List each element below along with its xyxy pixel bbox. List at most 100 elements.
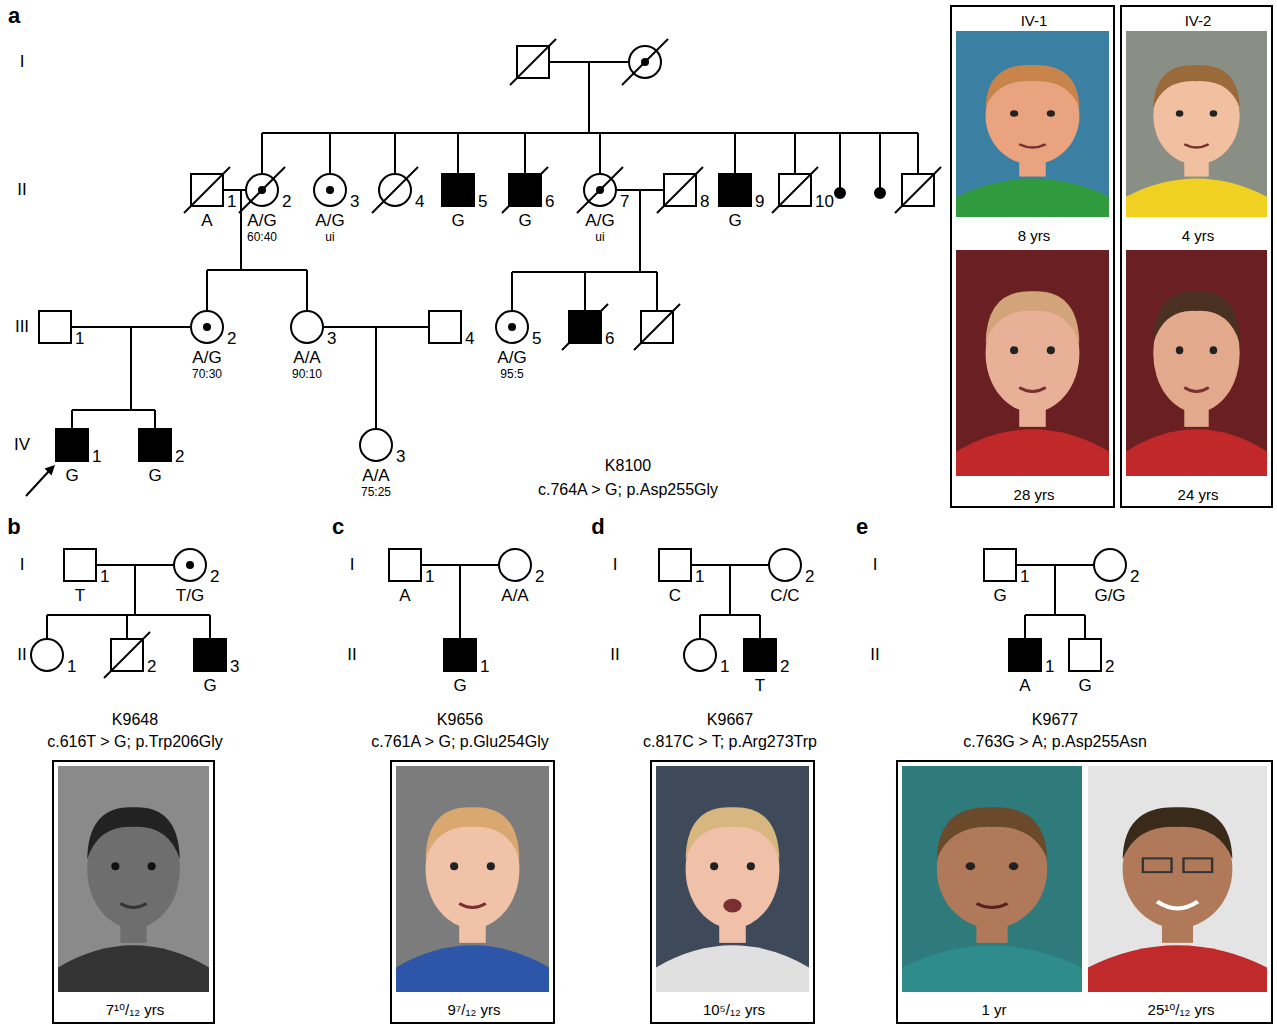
individual-number: 2 bbox=[227, 329, 236, 349]
genotype: A/G bbox=[192, 348, 221, 368]
couple-line bbox=[422, 564, 498, 566]
pedigree-symbol bbox=[510, 39, 941, 350]
generation-number: I bbox=[873, 555, 878, 575]
symbol-shape bbox=[38, 310, 72, 344]
male-symbol: 6 bbox=[568, 310, 602, 344]
male-symbol: 1G bbox=[443, 638, 477, 672]
symbol-shape bbox=[778, 173, 812, 207]
photo-frame: IV-24 yrs24 yrs bbox=[1120, 5, 1273, 508]
carrier-dot bbox=[508, 323, 516, 331]
deceased-slash bbox=[372, 167, 418, 213]
male-symbol: 6G bbox=[508, 173, 542, 207]
individual-number: 7 bbox=[620, 192, 629, 212]
individual-number: 2 bbox=[210, 567, 219, 587]
male-symbol: 3G bbox=[193, 638, 227, 672]
photo bbox=[1126, 31, 1267, 217]
family-caption: c.761A > G; p.Glu254Gly bbox=[371, 733, 548, 751]
individual-number: 8 bbox=[700, 192, 709, 212]
genotype: A bbox=[399, 586, 410, 606]
symbol-shape bbox=[718, 173, 752, 207]
photo-frame: 10⁵/₁₂ yrs bbox=[650, 760, 815, 1024]
circle bbox=[684, 639, 716, 671]
symbol-shape bbox=[1008, 638, 1042, 672]
genotype: C/C bbox=[770, 586, 799, 606]
deceased-slash bbox=[184, 167, 230, 213]
photo bbox=[1088, 766, 1267, 992]
female-symbol: 2C/C bbox=[768, 548, 802, 582]
symbol-shape bbox=[443, 638, 477, 672]
circle bbox=[769, 549, 801, 581]
male-symbol: 1A bbox=[190, 173, 224, 207]
deceased-slash bbox=[239, 167, 285, 213]
square bbox=[1009, 639, 1041, 671]
deceased-slash bbox=[772, 167, 818, 213]
symbol-shape bbox=[743, 638, 777, 672]
allele-ratio: 70:30 bbox=[192, 368, 222, 382]
individual-number: 9 bbox=[755, 192, 764, 212]
circle bbox=[496, 311, 528, 343]
individual-number: 1 bbox=[100, 567, 109, 587]
allele-ratio: ui bbox=[595, 231, 604, 245]
circle bbox=[174, 549, 206, 581]
female-symbol: 2A/G60:40 bbox=[245, 173, 279, 207]
individual-number: 3 bbox=[350, 192, 359, 212]
circle bbox=[1094, 549, 1126, 581]
symbol-shape bbox=[508, 173, 542, 207]
family-caption: c.616T > G; p.Trp206Gly bbox=[47, 733, 223, 751]
generation-number: IV bbox=[14, 435, 30, 455]
male-symbol: 2G bbox=[1068, 638, 1102, 672]
male-symbol: 1G bbox=[55, 428, 89, 462]
square bbox=[64, 549, 96, 581]
individual-number: 1 bbox=[67, 657, 76, 677]
deceased-slash bbox=[562, 304, 608, 350]
genotype: A/A bbox=[362, 466, 389, 486]
female-symbol: 3A/A90:10 bbox=[290, 310, 324, 344]
photo bbox=[1126, 250, 1267, 476]
symbol-shape bbox=[378, 173, 412, 207]
genotype: G bbox=[1078, 676, 1091, 696]
genotype: A/G bbox=[315, 211, 344, 231]
family-caption: K9656 bbox=[437, 711, 483, 729]
generation-number: I bbox=[350, 555, 355, 575]
individual-number: 1 bbox=[1020, 567, 1029, 587]
generation-number: II bbox=[870, 645, 879, 665]
symbol-shape bbox=[388, 548, 422, 582]
symbol-shape bbox=[683, 638, 717, 672]
symbol-shape bbox=[1093, 548, 1127, 582]
symbol-shape bbox=[583, 173, 617, 207]
photo-frame: 7¹⁰/₁₂ yrs bbox=[52, 760, 215, 1024]
genotype: T/G bbox=[176, 586, 204, 606]
square bbox=[719, 174, 751, 206]
genotype: A bbox=[201, 211, 212, 231]
circle bbox=[314, 174, 346, 206]
male-symbol: 1A bbox=[1008, 638, 1042, 672]
male-symbol: 2 bbox=[110, 638, 144, 672]
female-symbol: 2A/G70:30 bbox=[190, 310, 224, 344]
symbol-shape bbox=[663, 173, 697, 207]
couple-line bbox=[692, 564, 768, 566]
family-caption: K8100 bbox=[605, 457, 651, 475]
allele-ratio: 95:5 bbox=[500, 368, 523, 382]
male-symbol: 1C bbox=[658, 548, 692, 582]
square bbox=[389, 549, 421, 581]
symbol-shape bbox=[768, 548, 802, 582]
genotype: G bbox=[203, 676, 216, 696]
genotype: A/G bbox=[585, 211, 614, 231]
male-symbol: 2G bbox=[138, 428, 172, 462]
individual-number: 3 bbox=[396, 447, 405, 467]
deceased-slash bbox=[657, 167, 703, 213]
family-caption: K9667 bbox=[707, 711, 753, 729]
individual-number: 3 bbox=[230, 657, 239, 677]
genotype: A/G bbox=[497, 348, 526, 368]
panel-letter: d bbox=[591, 514, 604, 539]
square bbox=[56, 429, 88, 461]
individual-number: 1 bbox=[480, 657, 489, 677]
couple-line bbox=[224, 189, 245, 191]
proband-arrow bbox=[26, 465, 55, 496]
deceased-slash bbox=[502, 167, 548, 213]
individual-number: 2 bbox=[175, 447, 184, 467]
genotype: G bbox=[993, 586, 1006, 606]
